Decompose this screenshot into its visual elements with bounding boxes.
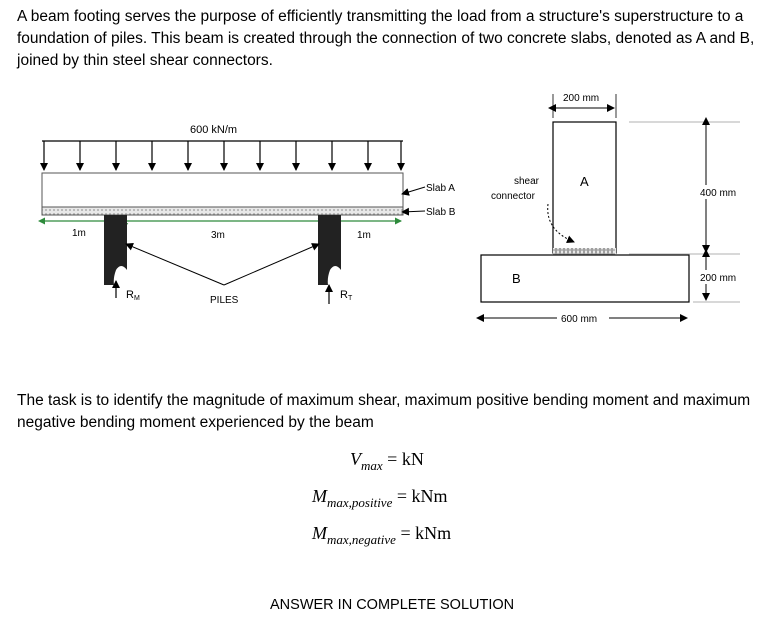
shear-label-1: shear — [514, 176, 540, 187]
distributed-load: 600 kN/m — [40, 124, 405, 171]
piles-annotation: PILES — [125, 243, 320, 306]
slab-b-label: Slab B — [426, 207, 456, 218]
span-left-label: 1m — [72, 228, 86, 239]
cross-section: 200 mm A B shear connector 400 mm — [476, 93, 744, 325]
answer-instruction: ANSWER IN COMPLETE SOLUTION — [270, 597, 515, 613]
section-label-a: A — [580, 174, 589, 189]
beam: Slab A Slab B — [41, 172, 456, 218]
pile-right: RT — [318, 215, 353, 304]
span-dimensions: 1m 3m 1m — [38, 217, 402, 241]
load-label: 600 kN/m — [190, 124, 237, 136]
slab-a-label: Slab A — [426, 183, 455, 194]
slab-b-rect — [41, 206, 404, 216]
shear-label-2: connector — [491, 191, 536, 202]
section-slab-a — [552, 121, 617, 254]
intro-paragraph: A beam footing serves the purpose of eff… — [17, 8, 755, 69]
task-paragraph: The task is to identify the magnitude of… — [17, 392, 751, 431]
span-mid-label: 3m — [211, 230, 225, 241]
reaction-right-label: RT — [340, 289, 353, 302]
section-label-b: B — [512, 271, 521, 286]
reaction-left-label: RM — [126, 289, 140, 302]
equation-mmax-positive: Mmax,positive = kNm — [312, 486, 448, 510]
slab-a-rect — [41, 172, 404, 208]
equation-mmax-negative: Mmax,negative = kNm — [312, 523, 452, 547]
section-slab-b — [480, 254, 690, 303]
span-right-label: 1m — [357, 230, 371, 241]
piles-label: PILES — [210, 295, 239, 306]
equation-vmax: Vmax = kN — [350, 449, 424, 473]
width-bottom-label: 600 mm — [561, 314, 597, 325]
width-top-label: 200 mm — [563, 93, 599, 104]
problem-figure: 600 kN/m Slab A Slab B 1m 3m 1m RM RT PI… — [38, 93, 744, 325]
pile-left: RM — [104, 215, 140, 302]
height-a-label: 400 mm — [700, 188, 736, 199]
height-b-label: 200 mm — [700, 273, 736, 284]
